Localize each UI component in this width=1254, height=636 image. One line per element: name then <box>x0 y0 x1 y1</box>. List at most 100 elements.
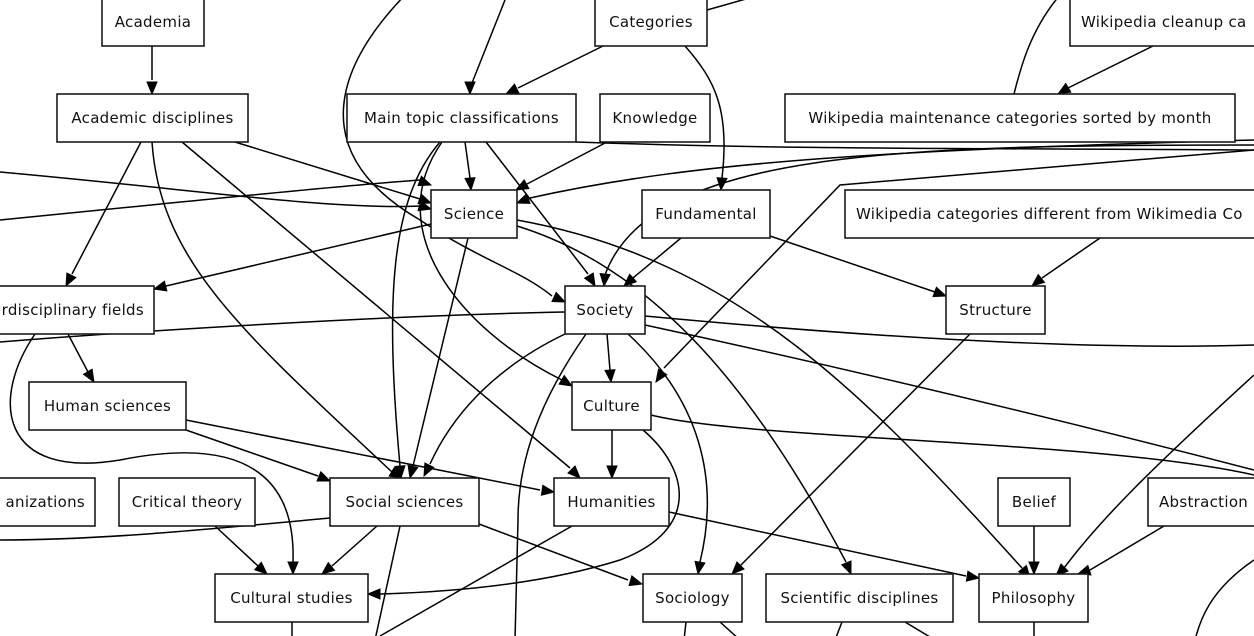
node-box[interactable] <box>0 477 96 527</box>
edge-line <box>165 223 432 287</box>
edge-offscreen <box>644 315 1254 348</box>
node-scientific-disciplines[interactable]: Scientific disciplines <box>765 573 954 623</box>
arrowhead-icon <box>423 462 435 478</box>
edge-line <box>644 315 1254 348</box>
node-label: anizations <box>6 493 85 511</box>
node-label: Fundamental <box>655 205 756 223</box>
node-box[interactable] <box>599 93 711 143</box>
node-culture[interactable]: Culture <box>571 381 652 431</box>
node-box[interactable] <box>594 0 708 47</box>
node-categories[interactable]: Categories <box>594 0 708 47</box>
node-box[interactable] <box>945 285 1046 335</box>
edge-science-to-scientific-disciplines <box>516 225 852 576</box>
node-social-sciences[interactable]: Social sciences <box>329 477 480 527</box>
node-box[interactable] <box>1147 477 1254 527</box>
node-science[interactable]: Science <box>430 189 518 239</box>
edge-structure-to-sociology <box>731 333 971 575</box>
arrowhead-icon <box>320 561 336 575</box>
node-wiki-cleanup[interactable]: Wikipedia cleanup ca <box>1069 0 1254 47</box>
edge-academia-to-academic-disciplines <box>146 46 158 96</box>
node-label: Wikipedia categories different from Wiki… <box>856 205 1243 223</box>
node-academic-disciplines[interactable]: Academic disciplines <box>56 93 249 143</box>
node-abstraction[interactable]: Abstraction <box>1147 477 1254 527</box>
edge-offscreen <box>650 414 1254 476</box>
arrowhead-icon <box>606 465 618 480</box>
arrowhead-icon <box>551 291 567 303</box>
edge-human-sciences-to-social-sciences <box>185 429 332 482</box>
node-box[interactable] <box>346 93 577 143</box>
node-box[interactable] <box>329 477 480 527</box>
edge-science-to-social-sciences <box>407 237 469 480</box>
node-human-sciences[interactable]: Human sciences <box>28 381 187 431</box>
node-wiki-diff[interactable]: Wikipedia categories different from Wiki… <box>844 189 1254 239</box>
edge-line <box>9 333 294 563</box>
node-box[interactable] <box>641 189 771 239</box>
node-box[interactable] <box>844 189 1254 239</box>
arrowhead-icon <box>540 484 556 496</box>
node-academia[interactable]: Academia <box>101 0 205 47</box>
edge-line <box>0 311 566 343</box>
node-box[interactable] <box>101 0 205 47</box>
node-box[interactable] <box>564 285 646 335</box>
node-sociology[interactable]: Sociology <box>642 573 743 623</box>
node-interdisciplinary[interactable]: rdisciplinary fields <box>0 285 155 335</box>
node-structure[interactable]: Structure <box>945 285 1046 335</box>
edge-line <box>478 523 629 581</box>
edge-offscreen <box>719 621 737 636</box>
edge-line <box>464 141 471 179</box>
node-box[interactable] <box>784 93 1236 143</box>
edge-main-topic-to-science <box>464 141 476 192</box>
node-humanities[interactable]: Humanities <box>553 477 670 527</box>
edge-line <box>606 333 611 371</box>
node-box[interactable] <box>642 573 743 623</box>
node-box[interactable] <box>0 285 155 335</box>
node-fundamental[interactable]: Fundamental <box>641 189 771 239</box>
node-belief[interactable]: Belief <box>997 477 1071 527</box>
arrowhead-icon <box>82 368 95 384</box>
node-box[interactable] <box>571 381 652 431</box>
node-label: Abstraction <box>1159 493 1248 511</box>
node-society[interactable]: Society <box>564 285 646 335</box>
arrowhead-icon <box>583 272 596 288</box>
node-critical-theory[interactable]: Critical theory <box>118 477 256 527</box>
edge-line <box>379 525 573 636</box>
edge-line <box>469 0 506 89</box>
node-wiki-maint[interactable]: Wikipedia maintenance categories sorted … <box>784 93 1236 143</box>
node-box[interactable] <box>430 189 518 239</box>
edge-line <box>683 621 687 636</box>
edge-line <box>379 429 680 595</box>
node-box[interactable] <box>978 573 1089 623</box>
edge-line <box>391 141 441 467</box>
edge-main-topic-to-social-sciences <box>391 141 441 480</box>
edge-line <box>214 525 259 567</box>
node-box[interactable] <box>1069 0 1254 47</box>
edge-line <box>1195 559 1254 636</box>
node-box[interactable] <box>765 573 954 623</box>
edge-fundamental-to-structure <box>769 235 948 298</box>
arrowhead-icon <box>604 369 616 384</box>
edge-offscreen <box>379 525 573 636</box>
edge-academic-disciplines-to-interdisciplinary <box>65 141 142 288</box>
edge-main-topic-to-society <box>485 141 596 288</box>
edge-line <box>0 171 421 208</box>
node-box[interactable] <box>553 477 670 527</box>
edge-line <box>67 333 89 373</box>
node-organizations[interactable]: anizations <box>0 477 96 527</box>
node-knowledge[interactable]: Knowledge <box>599 93 711 143</box>
node-main-topic[interactable]: Main topic classifications <box>346 93 577 143</box>
arrowhead-icon <box>655 368 668 384</box>
node-box[interactable] <box>214 573 369 623</box>
node-philosophy[interactable]: Philosophy <box>978 573 1089 623</box>
edge-line <box>234 141 421 200</box>
node-box[interactable] <box>997 477 1071 527</box>
node-box[interactable] <box>56 93 249 143</box>
arrowhead-icon <box>731 561 745 575</box>
edge-categories-to-main-topic <box>504 45 604 95</box>
edge-critical-theory-to-cultural-studies <box>214 525 268 575</box>
edge-line <box>412 237 469 467</box>
node-cultural-studies[interactable]: Cultural studies <box>214 573 369 623</box>
node-box[interactable] <box>118 477 256 527</box>
node-label: Human sciences <box>44 397 171 415</box>
node-box[interactable] <box>28 381 187 431</box>
